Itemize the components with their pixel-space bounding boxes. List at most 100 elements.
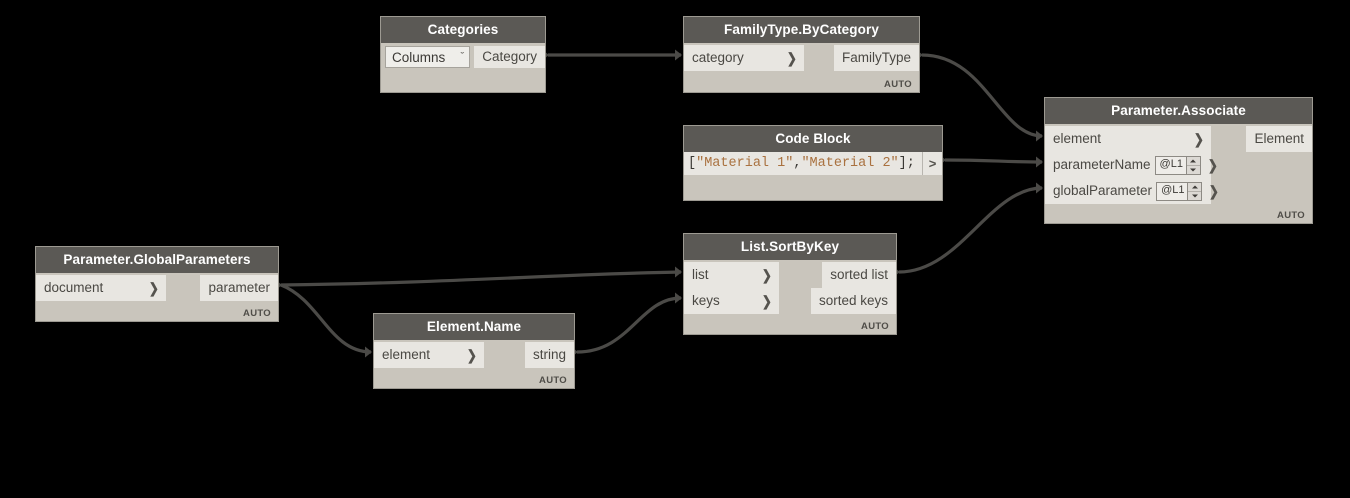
node-code-block[interactable]: Code Block["Material 1","Material 2"];> bbox=[683, 125, 943, 201]
input-port-label: globalParameter bbox=[1053, 183, 1153, 198]
chevron-up-icon[interactable] bbox=[1186, 157, 1200, 166]
port-row: document ❯ parameter bbox=[36, 275, 278, 301]
input-port-keys[interactable]: keys ❯ bbox=[684, 288, 779, 314]
wire-string-to-keys[interactable] bbox=[571, 292, 682, 358]
code-bracket-close: ]; bbox=[898, 156, 915, 171]
lacing-level-value: @L1 bbox=[1159, 157, 1183, 170]
lacing-level-value: @L1 bbox=[1161, 183, 1185, 196]
wire-codeblock-to-paramname[interactable] bbox=[939, 154, 1043, 168]
code-block-output-port[interactable]: > bbox=[922, 152, 942, 175]
output-port-Element[interactable]: Element bbox=[1246, 126, 1312, 152]
input-port-label: keys bbox=[692, 293, 720, 308]
input-port-label: parameterName bbox=[1053, 157, 1151, 172]
dropdown-row: Columns ˇ Category bbox=[381, 43, 545, 68]
auto-run-badge: AUTO bbox=[861, 321, 889, 332]
port-row: element ❯ string bbox=[374, 342, 574, 368]
node-title: List.SortByKey bbox=[684, 234, 896, 260]
input-port-label: element bbox=[1053, 131, 1102, 146]
port-row: parameterName @L1 ❯ bbox=[1045, 152, 1312, 178]
input-port-label: list bbox=[692, 267, 709, 282]
wire-end-cap bbox=[1036, 182, 1043, 194]
port-row: element ❯ Element bbox=[1045, 126, 1312, 152]
port-row: list ❯ sorted list bbox=[684, 262, 896, 288]
node-list-sortbykey[interactable]: List.SortByKey list ❯ sorted list keys ❯ sorte… bbox=[683, 233, 897, 335]
code-string-literal: "Material 1" bbox=[696, 156, 794, 171]
wire-end-cap bbox=[1036, 130, 1043, 142]
chevron-up-icon[interactable] bbox=[1188, 183, 1202, 192]
wire-end-cap bbox=[675, 49, 682, 61]
node-body: Columns ˇ Category bbox=[381, 43, 545, 92]
chevron-right-icon[interactable]: ❯ bbox=[1194, 131, 1205, 147]
input-port-category[interactable]: category ❯ bbox=[684, 45, 804, 71]
node-title: FamilyType.ByCategory bbox=[684, 17, 919, 43]
port-grid: category ❯ FamilyType bbox=[684, 43, 919, 71]
chevron-right-icon[interactable]: ❯ bbox=[149, 280, 160, 296]
stepper-buttons[interactable] bbox=[1185, 156, 1200, 174]
input-port-document[interactable]: document ❯ bbox=[36, 275, 166, 301]
wire-category-to-category[interactable] bbox=[542, 49, 682, 61]
categories-dropdown[interactable]: Columns ˇ bbox=[385, 46, 471, 68]
auto-run-badge: AUTO bbox=[243, 308, 271, 319]
node-familytype-bycategory[interactable]: FamilyType.ByCategory category ❯ FamilyType… bbox=[683, 16, 920, 93]
chevron-right-icon[interactable]: ❯ bbox=[1209, 183, 1220, 199]
node-title: Parameter.GlobalParameters bbox=[36, 247, 278, 273]
wire-end-cap bbox=[1036, 156, 1043, 168]
input-port-list[interactable]: list ❯ bbox=[684, 262, 779, 288]
chevron-right-icon[interactable]: ❯ bbox=[762, 293, 773, 309]
node-body: ["Material 1","Material 2"];> bbox=[684, 152, 942, 200]
output-port-sorted-keys[interactable]: sorted keys bbox=[810, 288, 896, 314]
code-block-editor[interactable]: ["Material 1","Material 2"]; bbox=[684, 152, 922, 175]
chevron-down-icon: ˇ bbox=[460, 50, 465, 63]
chevron-down-icon[interactable] bbox=[1188, 192, 1201, 200]
node-parameter-globalparameters[interactable]: Parameter.GlobalParameters document ❯ param… bbox=[35, 246, 279, 322]
output-port-FamilyType[interactable]: FamilyType bbox=[833, 45, 919, 71]
output-port-parameter[interactable]: parameter bbox=[200, 275, 278, 301]
input-port-globalParameter[interactable]: globalParameter @L1 ❯ bbox=[1045, 178, 1219, 204]
node-title: Element.Name bbox=[374, 314, 574, 340]
port-grid: element ❯ string bbox=[374, 340, 574, 368]
wire-parameter-to-elementname[interactable] bbox=[275, 279, 372, 358]
wire-end-cap bbox=[675, 266, 682, 278]
code-string-literal: "Material 2" bbox=[801, 156, 899, 171]
node-title: Categories bbox=[381, 17, 545, 43]
chevron-right-icon[interactable]: ❯ bbox=[787, 50, 798, 66]
chevron-right-icon[interactable]: ❯ bbox=[762, 267, 773, 283]
port-grid: document ❯ parameter bbox=[36, 273, 278, 301]
wire-parameter-to-list[interactable] bbox=[275, 266, 682, 291]
lacing-level-stepper[interactable]: @L1 bbox=[1156, 181, 1203, 201]
input-port-element[interactable]: element ❯ bbox=[374, 342, 484, 368]
auto-run-badge: AUTO bbox=[884, 79, 912, 90]
input-port-element[interactable]: element ❯ bbox=[1045, 126, 1211, 152]
lacing-level-stepper[interactable]: @L1 bbox=[1154, 155, 1201, 175]
port-grid: list ❯ sorted list keys ❯ sorted keys bbox=[684, 260, 896, 314]
chevron-right-icon[interactable]: ❯ bbox=[1207, 157, 1218, 173]
stepper-buttons[interactable] bbox=[1187, 182, 1202, 200]
input-port-label: category bbox=[692, 50, 744, 65]
wire-end-cap bbox=[675, 292, 682, 304]
node-parameter-associate[interactable]: Parameter.Associate element ❯ Element parame… bbox=[1044, 97, 1313, 224]
output-port-string[interactable]: string bbox=[524, 342, 574, 368]
chevron-right-icon[interactable]: ❯ bbox=[467, 347, 478, 363]
code-comma: , bbox=[793, 156, 802, 171]
node-title: Parameter.Associate bbox=[1045, 98, 1312, 124]
wire-end-cap bbox=[365, 346, 372, 358]
port-row: category ❯ FamilyType bbox=[684, 45, 919, 71]
code-row: ["Material 1","Material 2"];> bbox=[684, 152, 942, 175]
output-port-sorted-list[interactable]: sorted list bbox=[822, 262, 896, 288]
input-port-label: element bbox=[382, 347, 431, 362]
chevron-down-icon[interactable] bbox=[1187, 166, 1200, 174]
node-title: Code Block bbox=[684, 126, 942, 152]
input-port-label: document bbox=[44, 280, 104, 295]
dropdown-value: Columns bbox=[392, 49, 446, 65]
auto-run-badge: AUTO bbox=[1277, 210, 1305, 221]
input-port-parameterName[interactable]: parameterName @L1 ❯ bbox=[1045, 152, 1218, 178]
output-port-Category[interactable]: Category bbox=[474, 46, 545, 68]
